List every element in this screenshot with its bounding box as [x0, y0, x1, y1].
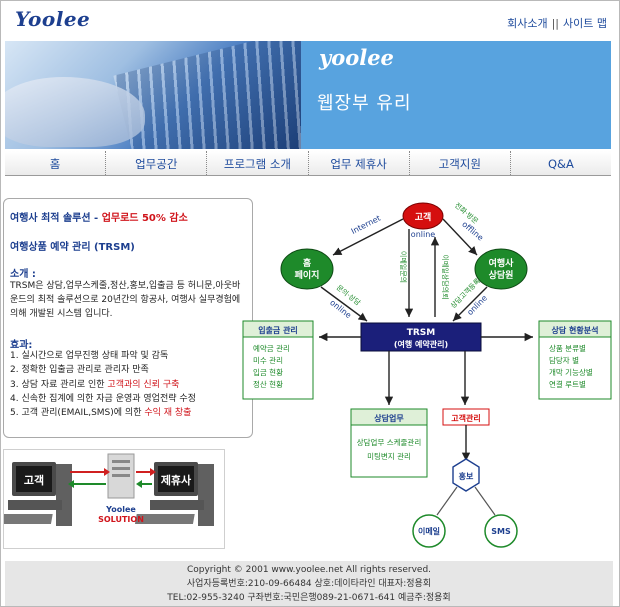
finance-title: 입출금 관리 — [258, 325, 298, 335]
trsm-core-box — [360, 322, 482, 352]
effect-item: 5. 고객 관리(EMAIL,SMS)에 의한 수익 재 창출 — [10, 408, 192, 419]
edge-promo-sms — [474, 486, 496, 516]
edge-promo-email — [436, 486, 458, 516]
flow-customer-label: 고객 — [24, 473, 44, 487]
analysis-item: 상품 분류별 — [549, 343, 586, 353]
banner-tagline: 웹장부 유리 — [317, 93, 412, 114]
nav-partners[interactable]: 업무 제휴사 — [309, 151, 410, 175]
site-logo[interactable]: Yoolee — [15, 7, 91, 31]
agency-counselor-node — [474, 248, 528, 290]
left-computer-icon — [0, 462, 72, 526]
homepage-label-2: 페이지 — [295, 269, 320, 281]
customer-node-label: 고객 — [415, 212, 432, 223]
finance-item: 미수 관리 — [253, 355, 283, 365]
sitemap-link[interactable]: 사이트 맵 — [563, 17, 607, 30]
promo-node — [452, 458, 480, 492]
nav-support[interactable]: 고객지원 — [410, 151, 511, 175]
hero-banner: yoolee 웹장부 유리 — [5, 41, 611, 149]
contact-info: TEL:02-955-3240 구좌번호:국민은행089-21-0671-641… — [167, 593, 451, 603]
intro-text: TRSM은 상담,업무스케줄,정산,홍보,입출금 등 허니문,아웃바운드의 최적… — [10, 281, 241, 319]
edge-customer-agency — [442, 218, 478, 256]
finance-item: 예약금 관리 — [253, 343, 290, 353]
link-separator: || — [551, 17, 560, 30]
nav-program[interactable]: 프로그램 소개 — [207, 151, 309, 175]
intro-title: 소개 : — [10, 269, 36, 280]
homepage-node — [280, 248, 334, 290]
flow-solution-label: SOLUTION — [98, 515, 144, 524]
flow-partner-label: 제휴사 — [161, 473, 192, 487]
edge-customer-homepage — [332, 218, 404, 256]
arrow-left-bottom — [68, 480, 74, 488]
edge-agency-trsm — [452, 286, 488, 322]
sms-label: SMS — [491, 527, 511, 536]
customer-node — [402, 202, 444, 230]
edge-reservation-label: 이메일상담의뢰 — [441, 254, 450, 299]
nav-home[interactable]: 홈 — [5, 151, 107, 175]
effect-item: 2. 정확한 입출금 관리로 관리자 만족 — [10, 365, 149, 376]
top-links: 회사소개||사이트 맵 — [507, 15, 607, 31]
product-title: 여행상품 예약 관리 (TRSM) — [10, 242, 135, 253]
headline-highlight: 업무로드 50% 감소 — [101, 213, 188, 224]
nav-workspace[interactable]: 업무공간 — [106, 151, 208, 175]
server-icon — [107, 453, 135, 499]
trsm-sub-label: (여행 예약관리) — [394, 339, 448, 349]
finance-item: 정산 현황 — [253, 379, 283, 389]
online-top-label: online — [411, 230, 435, 239]
agency-label-1: 여행사 — [489, 257, 515, 269]
analysis-item: 연결 루트별 — [549, 379, 586, 389]
counsel-title: 상담업무 — [374, 413, 404, 423]
right-computer-icon — [134, 462, 214, 526]
hand-shape — [5, 77, 145, 147]
edge-homepage-trsm — [320, 286, 368, 322]
counsel-item: 상담업무 스케줄관리 — [357, 437, 421, 447]
headline-prefix: 여행사 최적 솔루션 - — [10, 213, 102, 224]
counsel-item: 미팅변지 관리 — [367, 451, 411, 461]
nav-qna[interactable]: Q&A — [548, 157, 574, 171]
keyboard-photo — [5, 41, 301, 149]
copyright: Copyright © 2001 www.yoolee.net All righ… — [186, 565, 432, 575]
banner-brand: yoolee — [319, 45, 394, 70]
analysis-title: 상담 현황분석 — [552, 325, 599, 335]
company-intro-link[interactable]: 회사소개 — [507, 17, 548, 30]
footer: Copyright © 2001 www.yoolee.net All righ… — [5, 561, 613, 606]
analysis-item: 담당자 별 — [549, 355, 579, 365]
sms-node — [484, 514, 518, 548]
email-label: 이메일 — [418, 526, 440, 536]
crm-title: 고객관리 — [451, 413, 480, 423]
trsm-label: TRSM — [407, 328, 436, 338]
keyboard-keys — [113, 41, 301, 149]
edge-inquiry-label: 이메일문의 — [399, 251, 408, 283]
homepage-label-1: 홈 — [303, 257, 311, 269]
arrow-left-partner — [136, 480, 142, 488]
effect-item: 1. 실시간으로 업무진행 상태 파악 및 감독 — [10, 351, 169, 361]
effects-list: 1. 실시간으로 업무진행 상태 파악 및 감독 2. 정확한 입출금 관리로 … — [10, 349, 250, 420]
agency-label-2: 상담원 — [489, 269, 514, 281]
trsm-diagram: 고객 홈 페이지 여행사 상담원 Internet offline 전화·방문 … — [239, 197, 617, 557]
solution-info-box: 여행사 최적 솔루션 - 업무로드 50% 감소 여행상품 예약 관리 (TRS… — [3, 198, 253, 438]
promo-label: 홍보 — [459, 471, 474, 481]
banner-panel: yoolee 웹장부 유리 — [303, 41, 611, 149]
effects-title: 효과: — [10, 340, 33, 351]
finance-item: 입금 현황 — [253, 367, 283, 377]
effect-item: 3. 상담 자료 관리로 인한 고객과의 신뢰 구축 — [10, 379, 180, 390]
flow-yoolee-label: Yoolee — [105, 505, 136, 514]
solution-flow-illustration: 고객 제휴사 — [0, 449, 225, 549]
main-nav: 홈 업무공간 프로그램 소개 업무 제휴사 고객지원 Q&A — [5, 151, 611, 176]
analysis-item: 개막 기능상별 — [549, 367, 593, 377]
flow-svg: 고객 제휴사 — [0, 453, 214, 526]
diagram-svg: 고객 홈 페이지 여행사 상담원 Internet offline 전화·방문 … — [242, 201, 612, 548]
solution-headline: 여행사 최적 솔루션 - 업무로드 50% 감소 — [10, 209, 188, 224]
email-node — [412, 514, 446, 548]
effect-item: 4. 신속한 집계에 의한 자금 운영과 영업전략 수정 — [10, 393, 196, 404]
business-info: 사업자등록번호:210-09-66484 상호:데이타라인 대표자:정용회 — [186, 579, 432, 589]
